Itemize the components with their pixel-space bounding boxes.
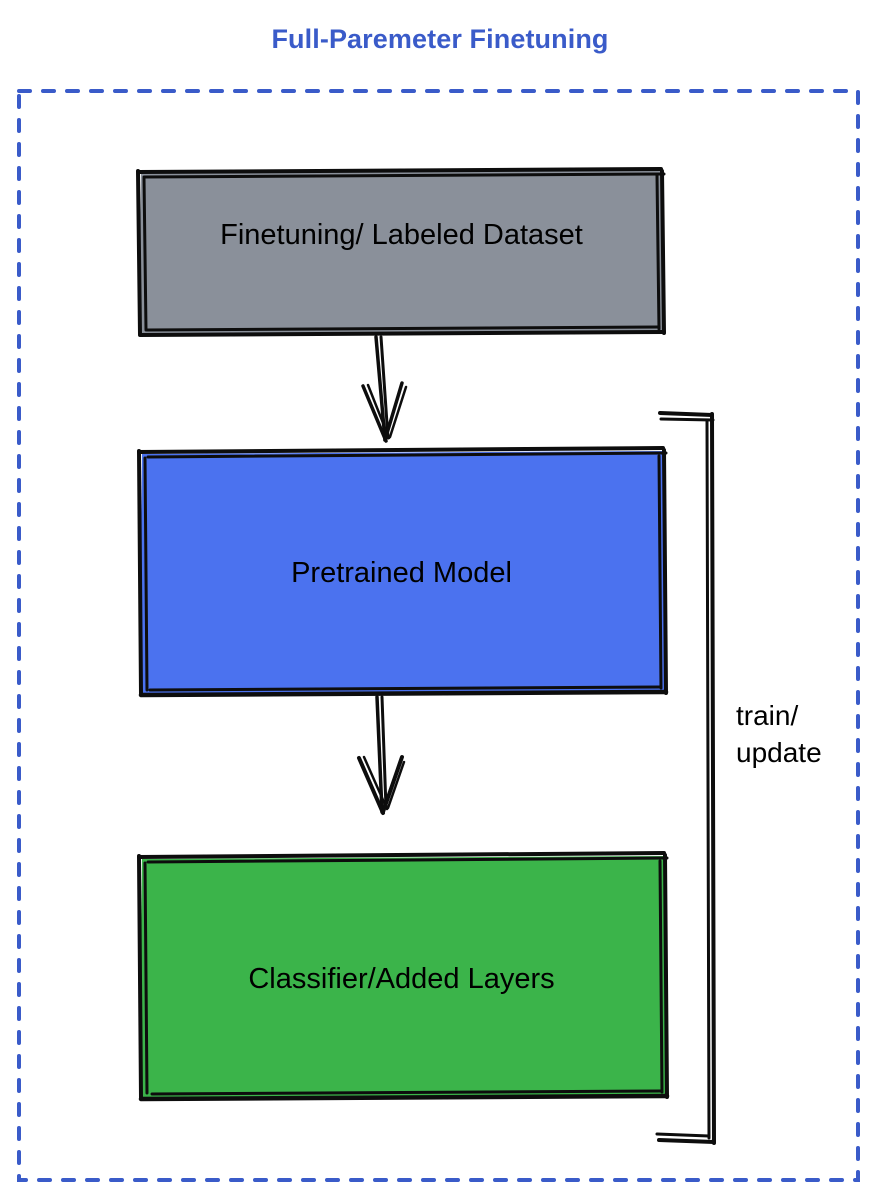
node-classifier-label: Classifier/Added Layers — [248, 963, 555, 995]
edge-train-update-bracket — [655, 411, 716, 1145]
arrow-dataset-to-pretrained — [361, 335, 408, 443]
node-dataset-label: Finetuning/ Labeled Dataset — [220, 219, 583, 251]
node-dataset[interactable] — [136, 167, 666, 337]
node-classifier[interactable] — [137, 851, 670, 1102]
node-pretrained[interactable] — [137, 446, 669, 698]
node-pretrained-label: Pretrained Model — [291, 557, 512, 589]
arrow-pretrained-to-classifier — [357, 695, 406, 815]
edge-train-update-label: train/ update — [736, 700, 822, 768]
dashed-boundary — [17, 89, 860, 1182]
page-title: Full-Paremeter Finetuning — [271, 24, 609, 54]
